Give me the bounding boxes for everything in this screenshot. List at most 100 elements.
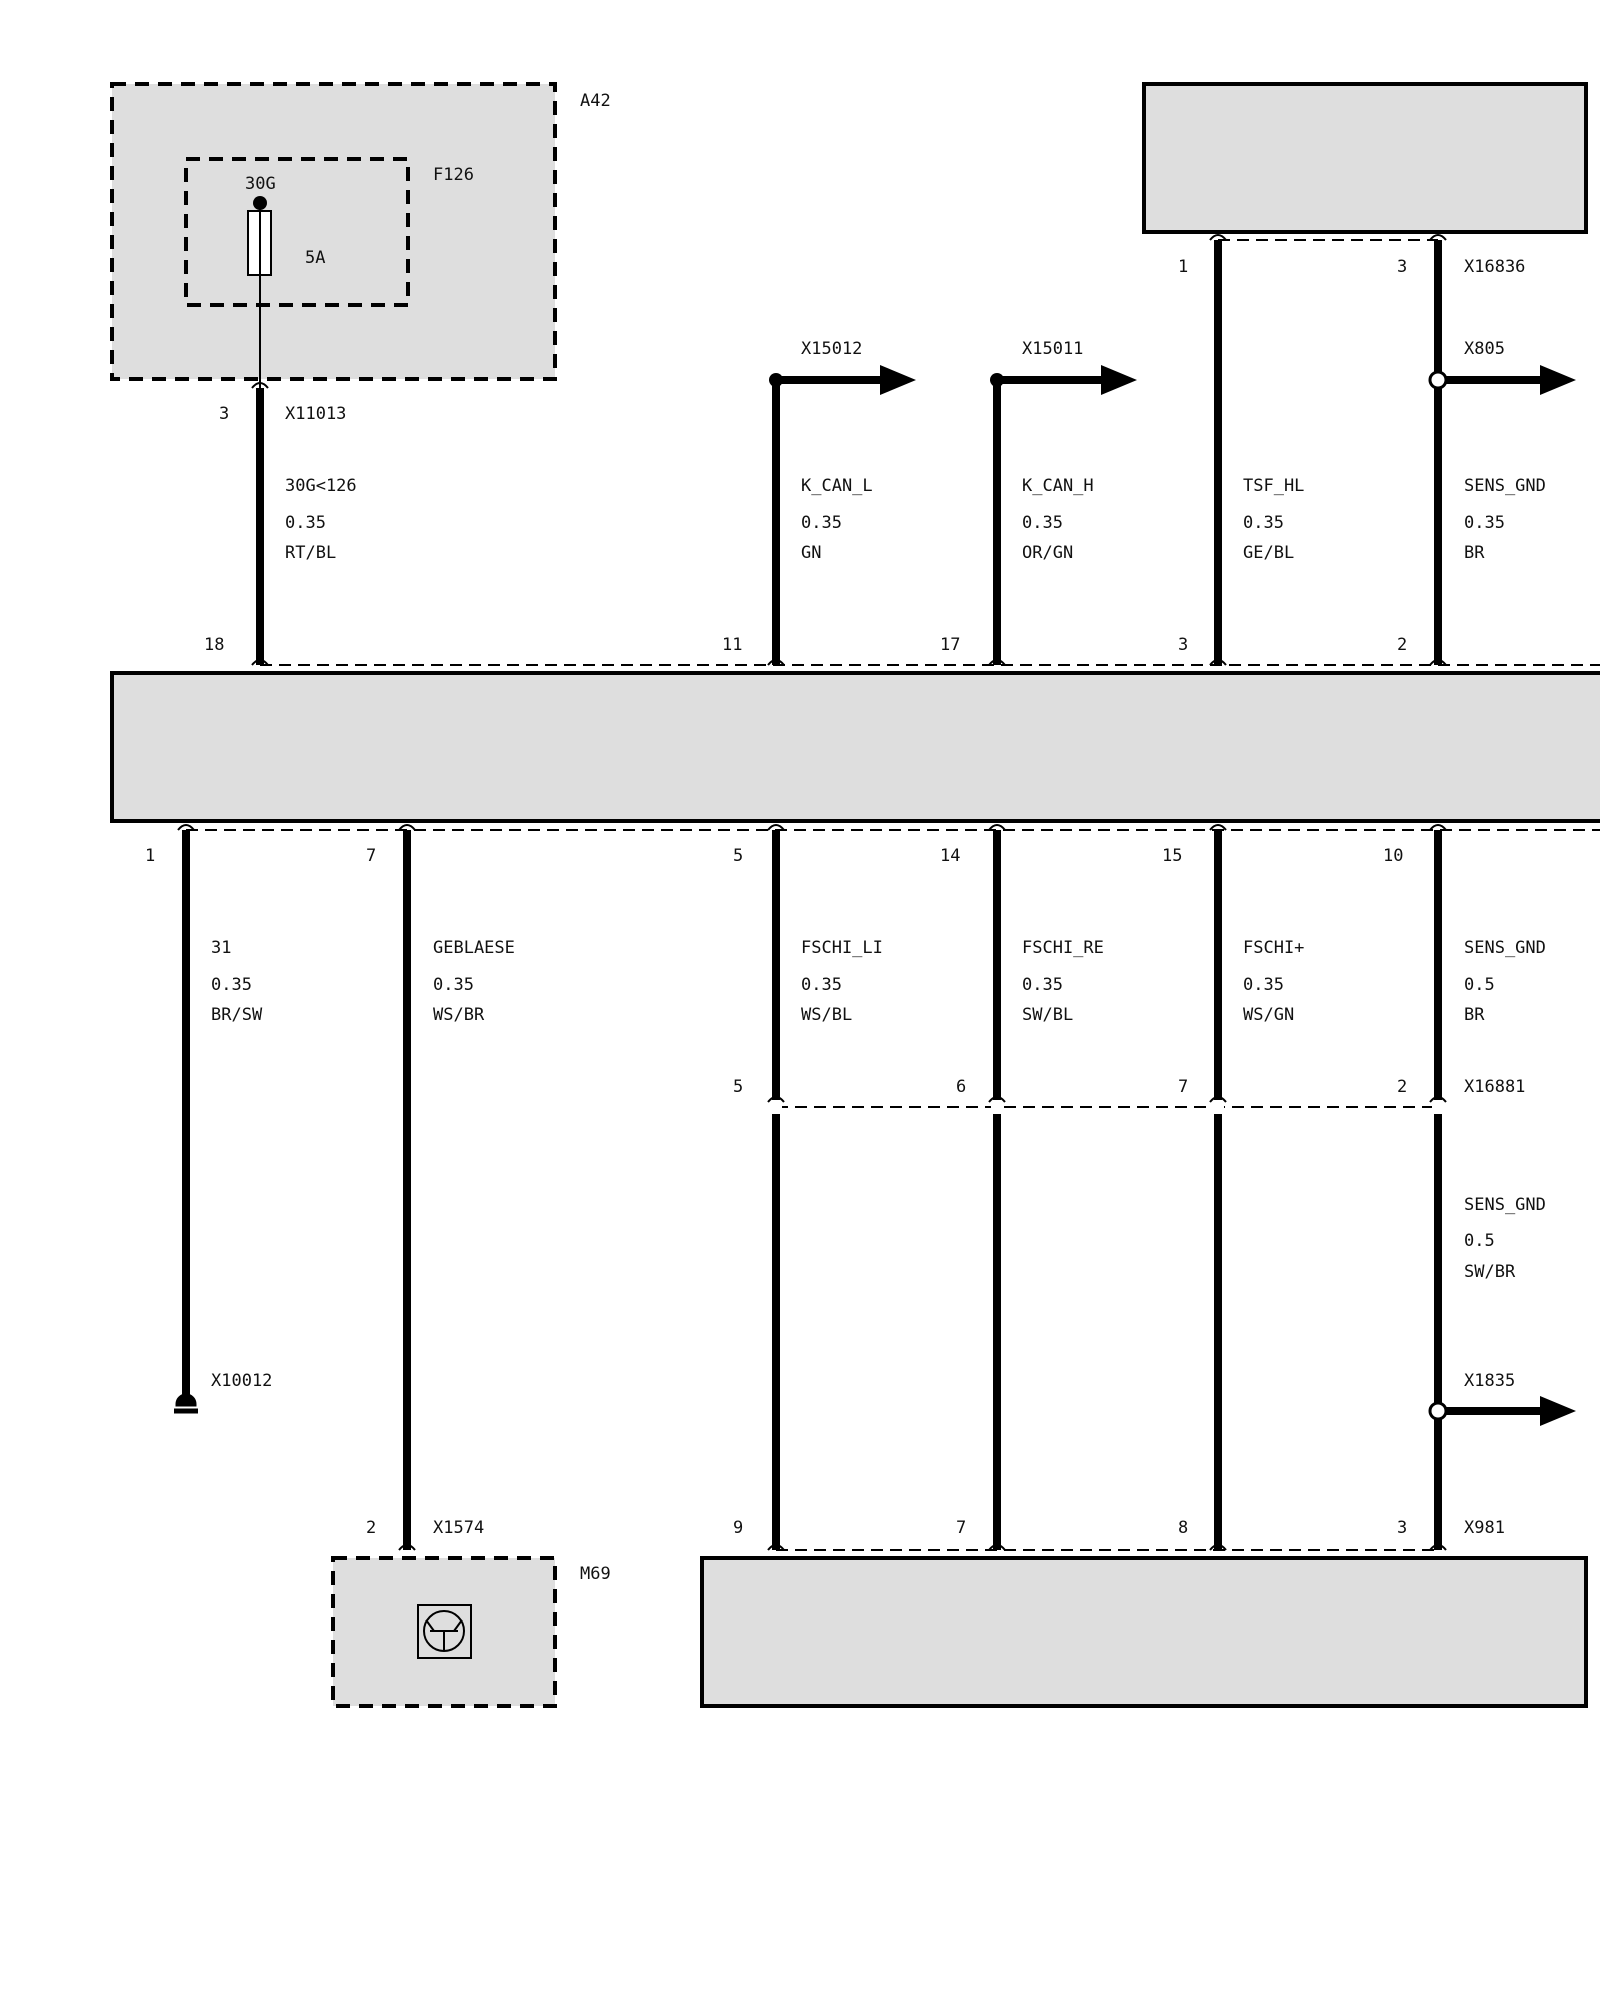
wire-label-30g-126: 30G<126 0.35 RT/BL — [285, 476, 357, 563]
wire-label-tsf-hl: TSF_HL 0.35 GE/BL — [1243, 476, 1304, 563]
x11013-pin-3: 3 — [219, 404, 229, 424]
wire-gauge: 0.35 — [1243, 975, 1284, 995]
wire-signal: FSCHI_RE — [1022, 938, 1104, 958]
x15011-arrow-icon — [1101, 365, 1137, 395]
wire-color: WS/BL — [801, 1005, 852, 1025]
wire-gauge: 0.35 — [1243, 513, 1284, 533]
x16836-pin-3: 3 — [1397, 257, 1407, 277]
f126-rating-label: 5A — [305, 248, 325, 268]
wire-gauge: 0.35 — [1022, 513, 1063, 533]
x16836-pin-1: 1 — [1178, 257, 1188, 277]
x16881-pin-2: 2 — [1397, 1077, 1407, 1097]
wire-color: BR — [1464, 543, 1485, 563]
x981-pin-3: 3 — [1397, 1518, 1407, 1538]
wire-color: BR/SW — [211, 1005, 263, 1025]
m69-label: M69 — [580, 1564, 611, 1584]
bottom-module — [700, 1556, 1588, 1708]
top-right-module — [1142, 82, 1588, 234]
wire-label-k-can-h: K_CAN_H 0.35 OR/GN — [1022, 476, 1094, 563]
x15012-arrow-icon — [880, 365, 916, 395]
x16881-pin-7: 7 — [1178, 1077, 1188, 1097]
x805-dot — [1428, 370, 1448, 390]
wire-signal: GEBLAESE — [433, 938, 515, 958]
wire-signal: 30G<126 — [285, 476, 357, 496]
wire-label-fschi-re: FSCHI_RE 0.35 SW/BL — [1022, 938, 1104, 1025]
x805-label: X805 — [1464, 339, 1505, 359]
wire-color: OR/GN — [1022, 543, 1073, 563]
ground-icon — [174, 1393, 198, 1414]
module-bottom-pin-15: 15 — [1162, 846, 1182, 866]
x10012-label: X10012 — [211, 1371, 272, 1391]
wire-color: BR — [1464, 1005, 1485, 1025]
wire-gauge: 0.5 — [1464, 975, 1495, 995]
module-bottom-pin-10: 10 — [1383, 846, 1403, 866]
wire-label-fschi-plus: FSCHI+ 0.35 WS/GN — [1243, 938, 1304, 1025]
wire-label-sens-gnd-lower: SENS_GND 0.5 SW/BR — [1464, 1195, 1546, 1282]
transistor-icon — [417, 1604, 472, 1659]
wire-color: RT/BL — [285, 543, 336, 563]
module-top-pin-2: 2 — [1397, 635, 1407, 655]
module-bottom-pin-7: 7 — [366, 846, 376, 866]
f126-label: F126 — [433, 165, 474, 185]
wire-signal: K_CAN_L — [801, 476, 873, 496]
x1574-pin-2: 2 — [366, 1518, 376, 1538]
wire-label-geblaese: GEBLAESE 0.35 WS/BR — [433, 938, 515, 1025]
a42-box — [110, 82, 557, 381]
wire-label-fschi-li: FSCHI_LI 0.35 WS/BL — [801, 938, 883, 1025]
module-top-pin-11: 11 — [722, 635, 742, 655]
module-bottom-pin-1: 1 — [145, 846, 155, 866]
x981-pin-7: 7 — [956, 1518, 966, 1538]
x805-arrow-icon — [1540, 365, 1576, 395]
main-module — [110, 671, 1600, 823]
wire-label-sens-gnd-upper: SENS_GND 0.35 BR — [1464, 476, 1546, 563]
x15011-label: X15011 — [1022, 339, 1083, 359]
wire-gauge: 0.5 — [1464, 1231, 1495, 1251]
wire-signal: K_CAN_H — [1022, 476, 1094, 496]
x981-label: X981 — [1464, 1518, 1505, 1538]
wire-gauge: 0.35 — [801, 513, 842, 533]
a42-label: A42 — [580, 91, 611, 111]
wire-label-k-can-l: K_CAN_L 0.35 GN — [801, 476, 873, 563]
x16881-pin-breaks — [767, 1096, 1447, 1114]
wire-gauge: 0.35 — [1464, 513, 1505, 533]
wire-color: SW/BL — [1022, 1005, 1073, 1025]
wire-label-31: 31 0.35 BR/SW — [211, 938, 263, 1025]
wire-signal: SENS_GND — [1464, 476, 1546, 496]
wire-signal: 31 — [211, 938, 231, 958]
wire-gauge: 0.35 — [433, 975, 474, 995]
wire-color: GE/BL — [1243, 543, 1294, 563]
wire-color: WS/GN — [1243, 1005, 1294, 1025]
x15012-label: X15012 — [801, 339, 862, 359]
x1574-label: X1574 — [433, 1518, 484, 1538]
wire-gauge: 0.35 — [285, 513, 326, 533]
module-bottom-pin-5: 5 — [733, 846, 743, 866]
module-top-pin-18: 18 — [204, 635, 224, 655]
wire-color: GN — [801, 543, 821, 563]
wire-signal: TSF_HL — [1243, 476, 1304, 496]
x16881-label: X16881 — [1464, 1077, 1525, 1097]
wire-gauge: 0.35 — [211, 975, 252, 995]
x1835-label: X1835 — [1464, 1371, 1515, 1391]
module-bottom-pin-14: 14 — [940, 846, 960, 866]
x16881-pin-6: 6 — [956, 1077, 966, 1097]
wire-signal: FSCHI_LI — [801, 938, 883, 958]
module-top-pin-3: 3 — [1178, 635, 1188, 655]
wire-gauge: 0.35 — [1022, 975, 1063, 995]
wire-signal: FSCHI+ — [1243, 938, 1304, 958]
wire-gauge: 0.35 — [801, 975, 842, 995]
x1835-arrow-icon — [1540, 1396, 1576, 1426]
wire-color: WS/BR — [433, 1005, 485, 1025]
x981-pin-8: 8 — [1178, 1518, 1188, 1538]
x1835-dot — [1428, 1401, 1448, 1421]
module-top-pin-17: 17 — [940, 635, 960, 655]
wire-label-sens-gnd-mid: SENS_GND 0.5 BR — [1464, 938, 1546, 1025]
x16836-label: X16836 — [1464, 257, 1525, 277]
pin-caps — [177, 234, 1447, 1551]
wire-signal: SENS_GND — [1464, 1195, 1546, 1215]
x981-pin-9: 9 — [733, 1518, 743, 1538]
wire-color: SW/BR — [1464, 1262, 1516, 1282]
wire-signal: SENS_GND — [1464, 938, 1546, 958]
f126-terminal-label: 30G — [245, 174, 276, 194]
x11013-label: X11013 — [285, 404, 346, 424]
